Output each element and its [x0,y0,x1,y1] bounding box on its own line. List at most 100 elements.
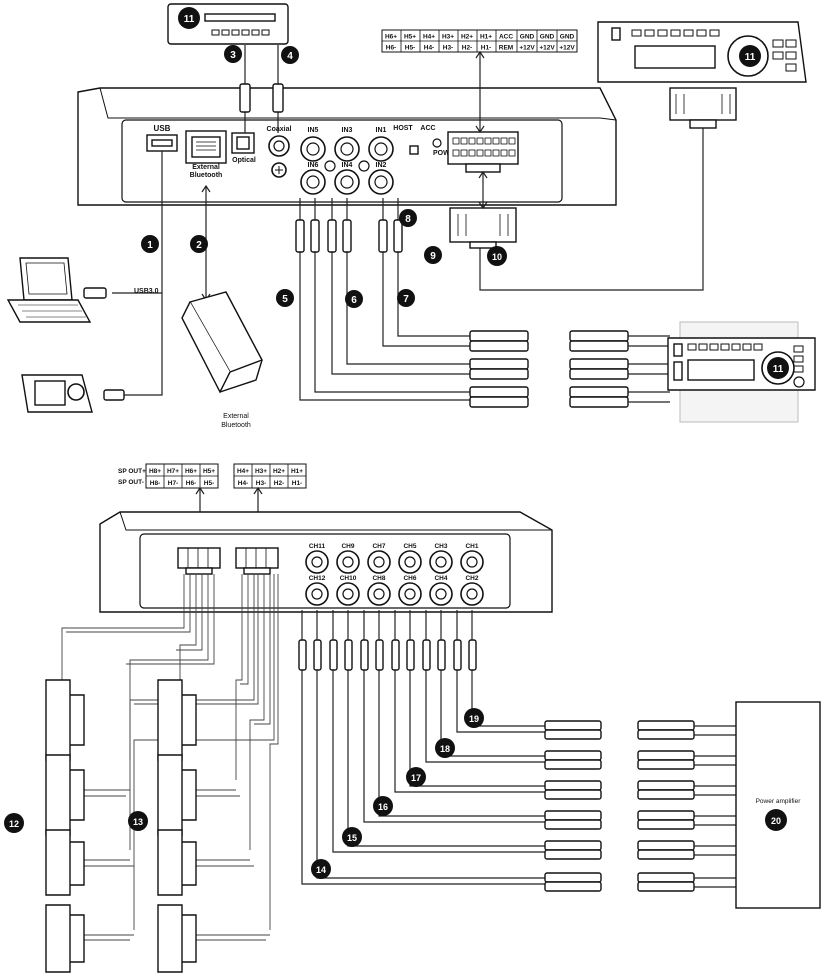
badge-11a: 11 [178,7,200,29]
badge-18-text: 18 [440,744,450,754]
ch-top-0: CH11 [309,543,326,550]
head-unit-harness-plug [669,87,737,129]
badge-11b-text: 11 [745,52,756,63]
power-led [432,138,442,148]
pin-r1-4: H2+ [461,34,473,41]
badge-19-text: 19 [469,714,479,724]
badge-1: 1 [141,235,159,253]
badge-4: 4 [281,46,299,64]
speaker-wires [61,574,279,941]
badge-19: 19 [464,708,484,728]
power-label: POWER [433,150,459,157]
host-label: HOST [393,125,413,132]
usb-plug-remote [103,389,125,401]
badge-14-text: 14 [316,865,326,875]
badge-5-text: 5 [282,294,288,305]
spl-r2-2: H6- [186,480,196,487]
ch-bot-5: CH2 [465,575,478,582]
spl-r1-2: H6+ [185,468,197,475]
ch-top-3: CH5 [403,543,416,550]
external-bluetooth-device [181,291,263,394]
badge-7: 7 [397,289,415,307]
pin-r2-6: REM [499,45,513,52]
badge-11c: 11 [767,357,789,379]
ch-bot-1: CH10 [340,575,357,582]
in5-label: IN5 [308,127,319,134]
badge-8: 8 [399,209,417,227]
speakers-right [157,679,197,973]
badge-11c-text: 11 [773,364,784,375]
acc-label: ACC [420,125,435,132]
badge-10-text: 10 [492,252,502,262]
speakers-left [45,679,85,973]
pin-r1-7: GND [520,34,535,41]
pin-r1-9: GND [560,34,575,41]
badge-16-text: 16 [378,802,388,812]
host-switch [409,145,419,155]
pin-table-top: H6+ H5+ H4+ H3+ H2+ H1+ ACC GND GND GND … [381,29,578,53]
badge-2: 2 [190,235,208,253]
spl-r1-1: H7+ [167,468,179,475]
badge-17: 17 [406,767,426,787]
usb-plug-laptop [83,287,107,299]
badge-12-text: 12 [9,819,19,829]
badge-13: 13 [128,811,148,831]
channel-output-cables [298,610,736,892]
in2-label: IN2 [376,162,387,169]
badge-1-text: 1 [147,240,153,251]
spr-r2-1: H3- [256,480,266,487]
spr-r1-1: H3+ [255,468,267,475]
remote-controller [21,374,93,413]
badge-16: 16 [373,796,393,816]
ch-top-2: CH7 [372,543,385,550]
pin-r2-4: H2- [462,45,472,52]
spl-r2-1: H7- [168,480,178,487]
badge-14: 14 [311,859,331,879]
ch-top-1: CH9 [341,543,354,550]
in4-label: IN4 [342,162,353,169]
in1-label: IN1 [376,127,387,134]
pin-r1-2: H4+ [423,34,435,41]
ch-bot-0: CH12 [309,575,326,582]
pin-r2-0: H6- [386,45,396,52]
spl-r1-0: H8+ [149,468,161,475]
spl-r2-3: H5- [204,480,214,487]
spr-r2-3: H1- [292,480,302,487]
ext-bt-dev-line2: Bluetooth [221,422,251,429]
usb-port-label: USB [154,124,171,133]
badge-5: 5 [276,289,294,307]
power-harness-connector [447,131,519,173]
ext-bt-dev-line1: External [223,413,249,420]
badge-8-text: 8 [405,214,411,225]
usb-cable-label: USB3.0 [134,288,159,295]
badge-6-text: 6 [351,295,357,306]
spr-r1-0: H4+ [237,468,249,475]
sp-out-table-right: H4+ H3+ H2+ H1+ H4- H3- H2- H1- [233,463,307,489]
power-amplifier [735,701,821,909]
optical-port-label: Optical [232,157,256,164]
spl-r2-0: H8- [150,480,160,487]
harness-adapter [449,207,517,249]
pin-r1-6: ACC [499,34,513,41]
rca-input-cables [295,198,670,408]
badge-6: 6 [345,290,363,308]
badge-9: 9 [424,246,442,264]
in6-label: IN6 [308,162,319,169]
badge-2-text: 2 [196,240,202,251]
pin-r2-8: +12V [539,45,555,52]
sp-out-table-left: H8+ H7+ H6+ H5+ H8- H7- H6- H5- [145,463,219,489]
pin-r1-8: GND [540,34,555,41]
ch-bot-4: CH4 [434,575,447,582]
pin-r1-3: H3+ [442,34,454,41]
ch-bot-2: CH8 [372,575,385,582]
optical-port [231,132,255,154]
pin-r2-9: +12V [559,45,575,52]
ext-bt-line1: External [192,164,220,171]
spr-r1-2: H2+ [273,468,285,475]
channel-output-jacks [305,550,484,606]
in3-label: IN3 [342,127,353,134]
power-amplifier-label: Power amplifier [756,798,802,805]
